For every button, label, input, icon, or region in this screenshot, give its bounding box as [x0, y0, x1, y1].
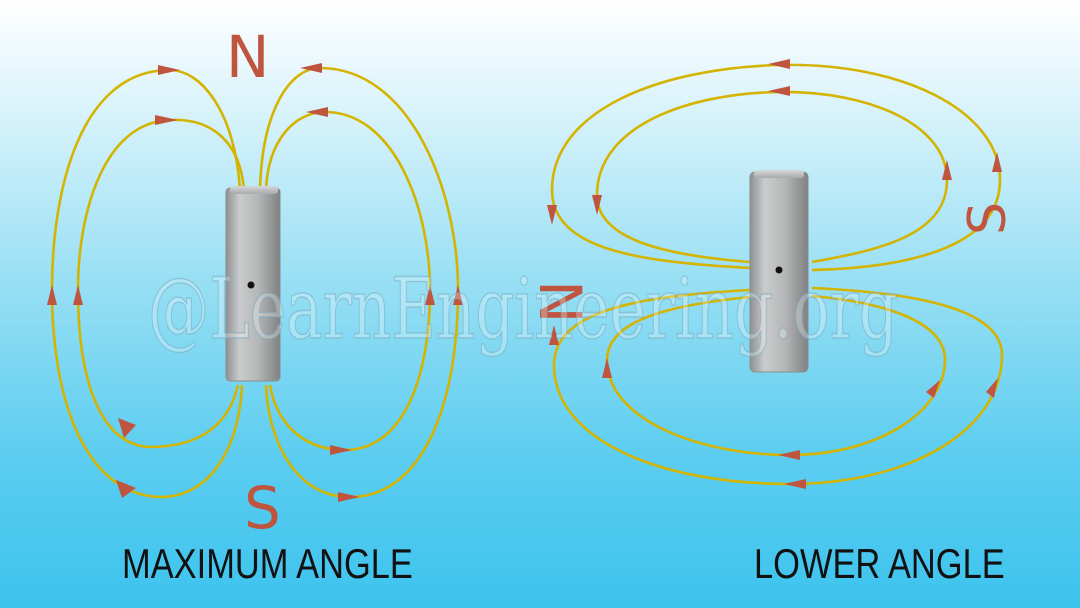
arrow-mark: [592, 195, 602, 215]
arrow-mark: [547, 205, 557, 225]
arrow-mark: [549, 325, 559, 345]
arrow-mark: [155, 115, 178, 125]
arrow-mark: [602, 358, 612, 378]
right-field-arrows: [547, 59, 1002, 489]
arrow-mark: [116, 480, 136, 498]
arrow-mark: [778, 450, 800, 460]
magnet-top-face: [754, 170, 804, 178]
arrow-mark: [306, 107, 328, 117]
magnet-pivot: [247, 281, 255, 289]
arrow-mark: [118, 418, 136, 438]
right-bar-magnet: [749, 170, 809, 373]
arrow-mark: [784, 479, 806, 489]
arrow-mark: [942, 160, 952, 180]
arrow-mark: [158, 65, 180, 75]
left-bar-magnet: [225, 186, 281, 382]
watermark-text: @LearnEngineering.org: [148, 260, 898, 358]
right-north-label: N: [526, 280, 594, 323]
left-south-label: S: [244, 474, 281, 542]
arrow-mark: [300, 63, 322, 73]
arrow-mark: [338, 492, 360, 502]
left-field-arrows: [47, 63, 463, 502]
arrow-mark: [992, 152, 1002, 172]
arrow-mark: [768, 86, 790, 96]
arrow-mark: [453, 285, 463, 305]
arrow-mark: [425, 285, 435, 305]
right-panel-caption: LOWER ANGLE: [754, 540, 1005, 587]
left-panel-caption: MAXIMUM ANGLE: [122, 540, 413, 587]
left-north-label: N: [226, 23, 269, 91]
right-south-label: S: [958, 202, 1018, 235]
right-panel: N S: [526, 59, 1018, 489]
arrow-mark: [73, 285, 83, 305]
arrow-mark: [768, 59, 790, 69]
magnet-pivot: [775, 266, 783, 274]
left-panel: N S: [47, 23, 463, 542]
arrow-mark: [330, 445, 352, 455]
magnet-top-face: [230, 186, 278, 194]
arrow-mark: [986, 378, 998, 398]
arrow-mark: [47, 285, 57, 305]
arrow-mark: [926, 380, 940, 398]
